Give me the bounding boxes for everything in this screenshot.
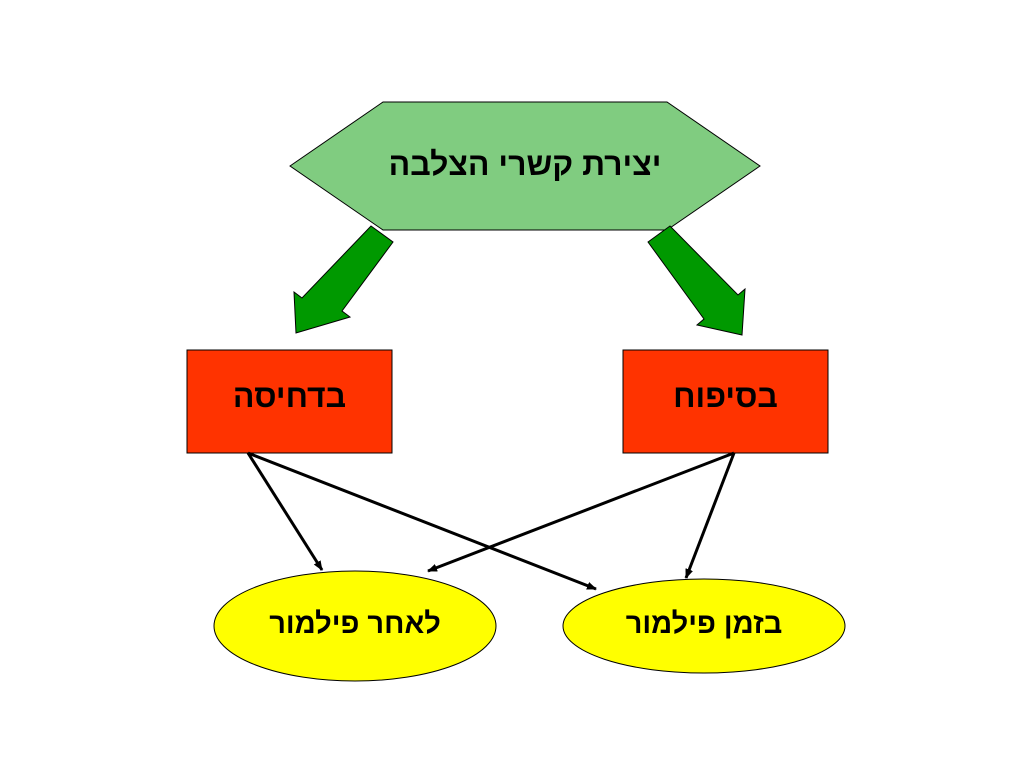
right-box	[622, 349, 829, 454]
left-box	[186, 349, 393, 454]
line-arrow-leftbox-to-left-ellipse	[246, 452, 324, 571]
top-hexagon	[289, 101, 761, 231]
left-ellipse-label: לאחר פילמור	[269, 607, 441, 640]
right-box-label: בסיפוח	[673, 377, 778, 414]
right-ellipse	[562, 578, 846, 674]
line-arrow-rightbox-to-left-ellipse	[427, 451, 735, 573]
block-arrow-right	[647, 225, 746, 336]
right-ellipse-label: בזמן פילמור	[625, 607, 783, 640]
top-hexagon-label: יצירת קשרי הצלבה	[388, 145, 662, 182]
left-box-label: בדחיסה	[232, 377, 347, 414]
left-ellipse	[213, 570, 497, 682]
line-arrow-rightbox-to-right-ellipse	[684, 452, 736, 579]
block-arrow-left	[293, 225, 394, 334]
line-arrow-leftbox-to-right-ellipse	[247, 451, 597, 591]
